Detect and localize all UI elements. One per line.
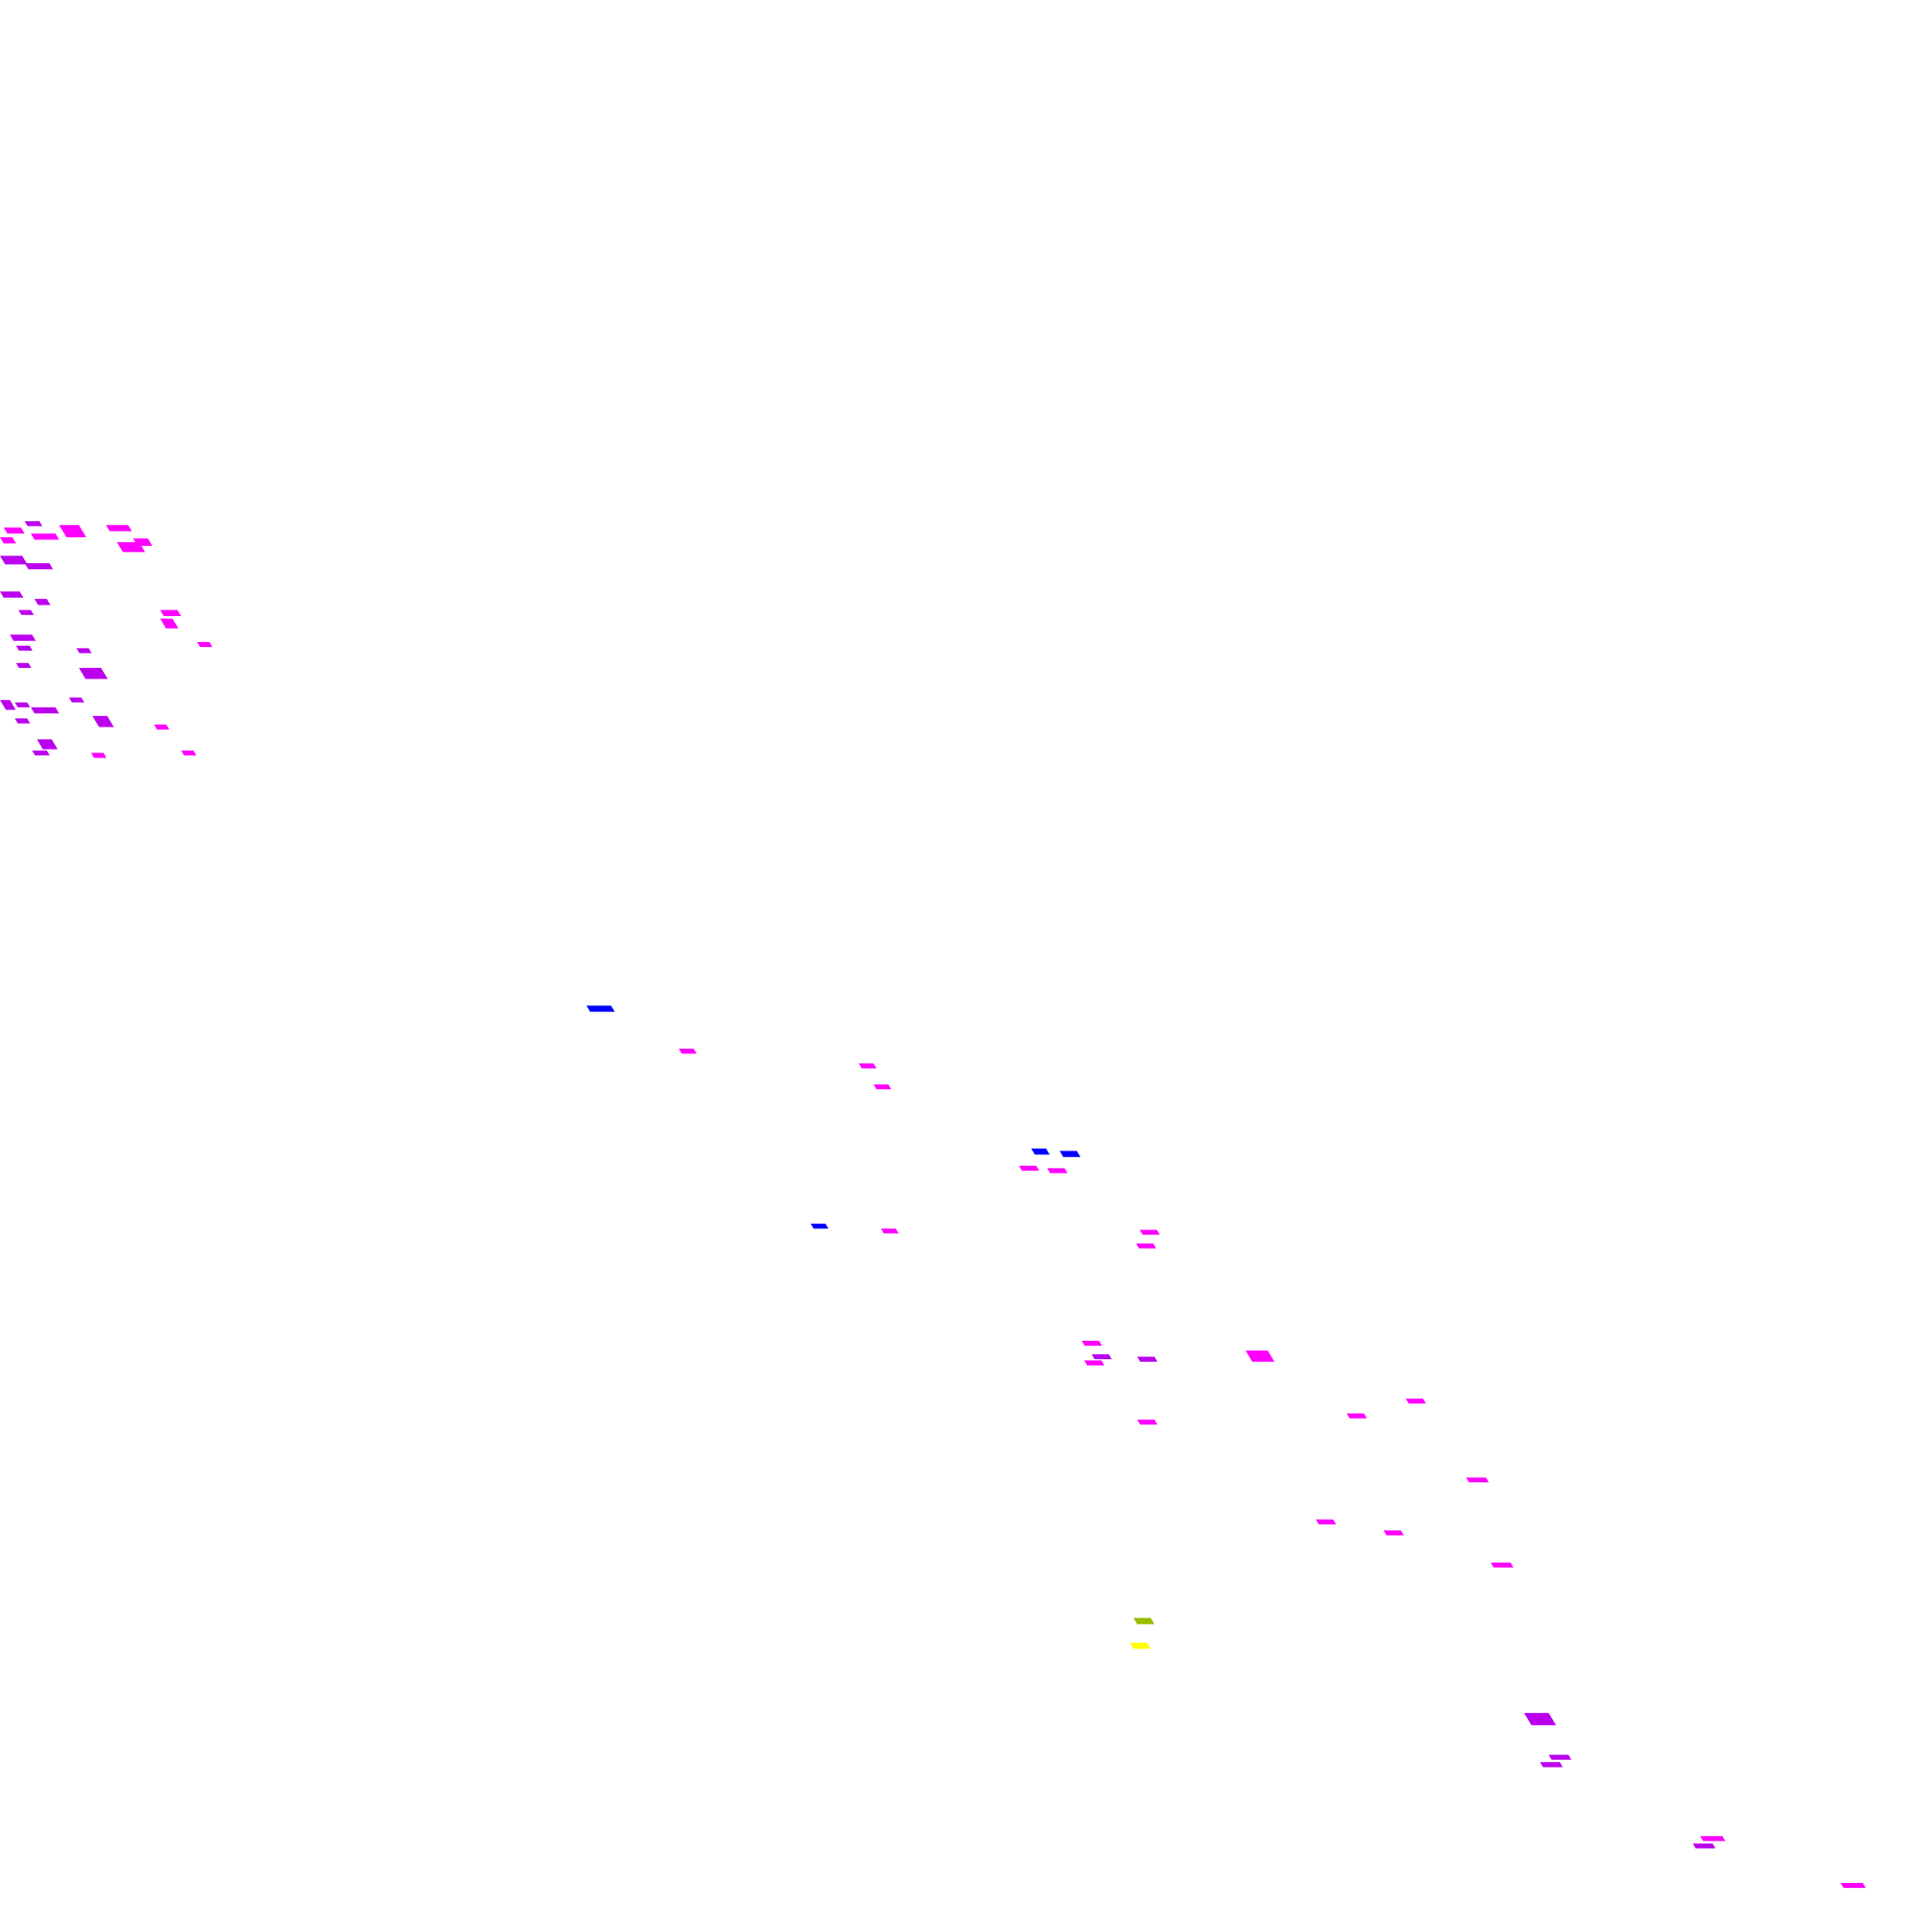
map-feature-magenta <box>133 538 153 546</box>
map-feature-purple <box>24 562 54 570</box>
map-feature-purple <box>1523 1713 1557 1725</box>
map-feature-purple <box>18 609 35 615</box>
map-feature-blue <box>1059 1151 1081 1157</box>
map-feature-magenta <box>106 525 133 532</box>
map-feature-magenta <box>1383 1530 1404 1536</box>
map-feature-purple <box>1692 1843 1716 1849</box>
map-feature-magenta <box>59 525 86 537</box>
map-feature-purple <box>79 667 109 680</box>
map-feature-magenta <box>1019 1165 1040 1171</box>
map-feature-magenta <box>1491 1562 1514 1568</box>
map-feature-magenta <box>181 750 197 755</box>
map-feature-magenta <box>880 1228 899 1234</box>
map-feature-magenta <box>1084 1360 1105 1366</box>
map-feature-magenta <box>3 527 25 534</box>
map-feature-magenta <box>1700 1836 1726 1842</box>
map-feature-magenta <box>31 533 60 540</box>
map-feature-purple <box>1540 1762 1564 1768</box>
map-feature-blue <box>586 1005 615 1012</box>
map-feature-magenta <box>197 641 212 648</box>
map-feature-purple <box>92 715 114 728</box>
map-feature-purple <box>0 591 24 598</box>
map-feature-purple <box>15 645 33 651</box>
map-feature-magenta <box>1139 1229 1160 1235</box>
map-feature-purple <box>1137 1356 1158 1362</box>
map-feature-magenta <box>1346 1413 1368 1419</box>
map-feature-magenta <box>1840 1883 1866 1889</box>
map-feature-magenta <box>160 618 179 629</box>
map-feature-yellow <box>1129 1643 1151 1649</box>
map-feature-purple <box>14 702 31 707</box>
map-feature-blue <box>1031 1148 1050 1155</box>
map-feature-magenta <box>1047 1168 1068 1174</box>
map-feature-purple <box>37 739 58 750</box>
feature-group <box>0 521 1866 1889</box>
map-feature-olive <box>1133 1618 1155 1624</box>
map-feature-purple <box>68 697 85 703</box>
map-feature-purple <box>34 599 51 606</box>
map-feature-magenta <box>160 609 182 616</box>
map-feature-magenta <box>1316 1519 1337 1524</box>
map-feature-purple <box>0 556 28 565</box>
map-feature-magenta <box>1405 1399 1426 1404</box>
map-feature-purple <box>0 700 16 710</box>
map-feature-purple <box>32 750 50 755</box>
map-feature-magenta <box>1137 1419 1158 1425</box>
map-feature-purple <box>31 706 60 714</box>
map-feature-purple <box>10 634 37 641</box>
map-feature-magenta <box>874 1084 892 1090</box>
map-feature-magenta <box>858 1063 877 1069</box>
map-feature-purple <box>15 662 32 668</box>
map-feature-magenta <box>0 537 16 544</box>
map-feature-purple <box>1091 1354 1112 1360</box>
map-feature-magenta <box>1081 1340 1102 1346</box>
map-feature-magenta <box>678 1049 697 1054</box>
map-feature-purple <box>14 718 31 724</box>
map-feature-blue <box>810 1224 829 1229</box>
map-feature-magenta <box>1136 1243 1157 1249</box>
map-feature-magenta <box>1466 1477 1490 1483</box>
map-feature-magenta <box>154 724 170 730</box>
map-feature-magenta <box>90 753 107 758</box>
map-feature-purple <box>24 521 43 527</box>
map-feature-purple <box>1548 1754 1572 1760</box>
map-feature-purple <box>76 648 92 654</box>
map-feature-magenta <box>1245 1350 1275 1362</box>
